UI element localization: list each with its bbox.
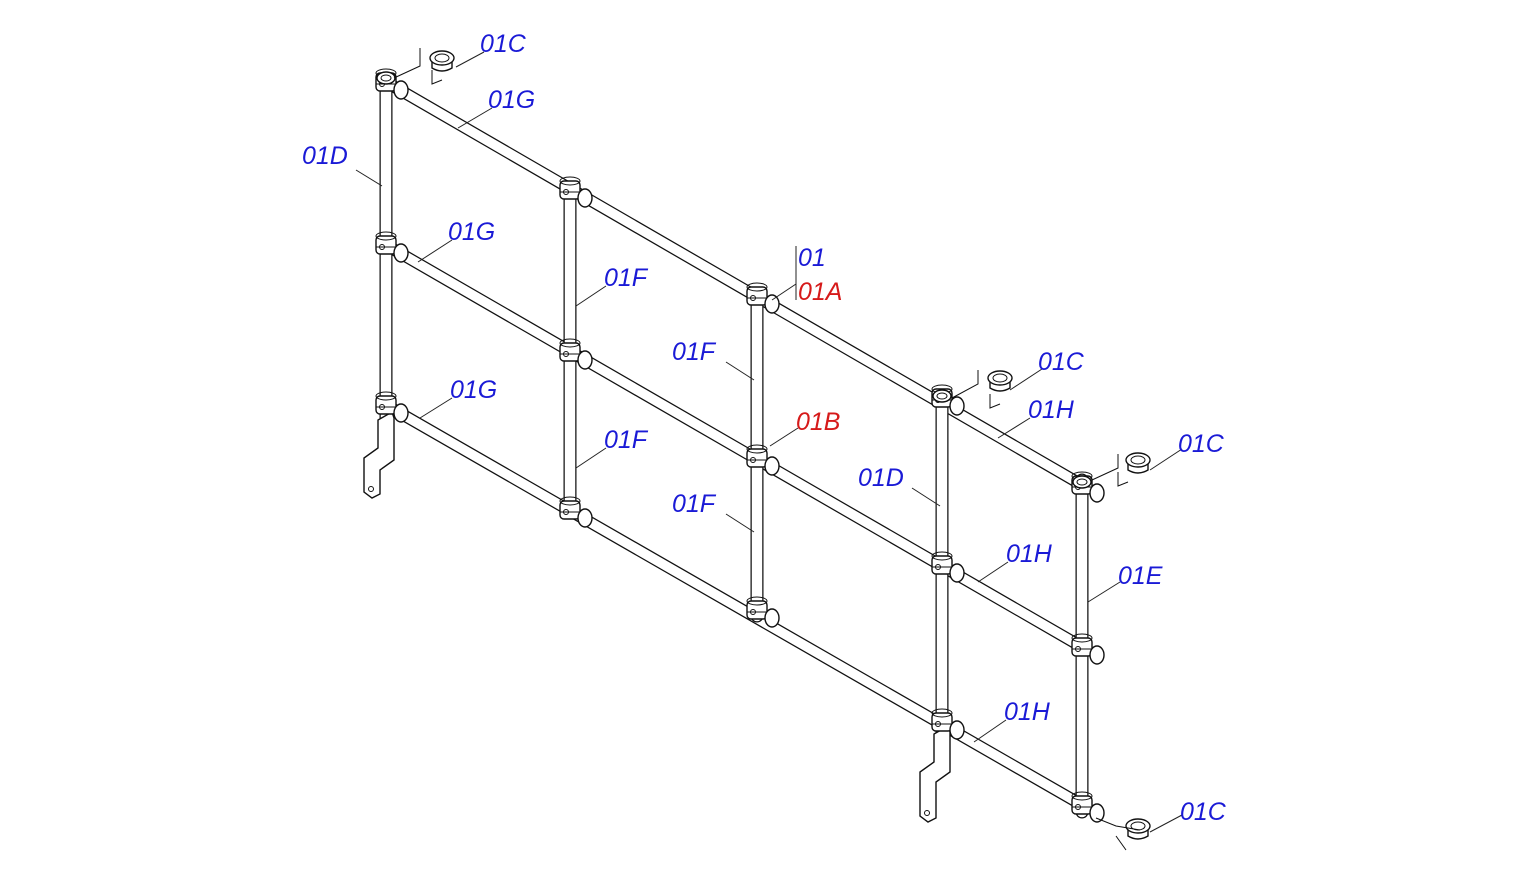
- clamp-fitting: [559, 338, 593, 370]
- callout-01h-middle: 01H: [1006, 540, 1053, 568]
- callout-01-assembly: 01: [798, 244, 826, 272]
- clamp-fitting: [559, 176, 593, 208]
- clamp-fitting: [375, 231, 409, 263]
- clamp-fitting: [1071, 633, 1105, 665]
- clamp-fitting: [746, 596, 780, 628]
- callout-01f-lower-left: 01F: [604, 426, 649, 454]
- end-caps: [429, 50, 1151, 840]
- end-cap: [1125, 818, 1151, 840]
- callout-01a: 01A: [798, 278, 842, 306]
- clamp-fitting: [746, 282, 780, 314]
- callout-01c-middle: 01C: [1038, 348, 1085, 376]
- callout-labels: 01C 01G 01D 01G 01 01A 01F 01F 01C 01G 0…: [302, 30, 1227, 826]
- clamp-fitting: [1071, 791, 1105, 823]
- base-plates: [363, 410, 951, 823]
- end-cap: [987, 370, 1013, 392]
- clamp-fitting: [931, 551, 965, 583]
- clamp-fitting: [931, 708, 965, 740]
- callout-01e: 01E: [1118, 562, 1163, 590]
- post-top-collar: [1072, 475, 1092, 489]
- clamp-fitting: [375, 391, 409, 423]
- callout-01f-lower-center: 01F: [672, 490, 717, 518]
- callout-01g-middle: 01G: [448, 218, 495, 246]
- clamp-fittings: [375, 68, 1105, 823]
- end-cap: [429, 50, 455, 72]
- callout-01g-top: 01G: [488, 86, 535, 114]
- clamp-fitting: [746, 444, 780, 476]
- callout-01c-bottom: 01C: [1180, 798, 1227, 826]
- callout-01h-bottom: 01H: [1004, 698, 1051, 726]
- clamp-fitting: [559, 496, 593, 528]
- callout-01f-upper-left: 01F: [604, 264, 649, 292]
- callout-01b: 01B: [796, 408, 840, 436]
- rails: [380, 76, 1088, 811]
- callout-01c-right: 01C: [1178, 430, 1225, 458]
- post-top-collar: [376, 71, 396, 85]
- callout-01d-left: 01D: [302, 142, 348, 170]
- post-top-collar: [932, 389, 952, 403]
- callout-01c-top-left: 01C: [480, 30, 527, 58]
- callout-01d-right: 01D: [858, 464, 904, 492]
- leader-lines: [355, 48, 1183, 851]
- callout-01g-bottom: 01G: [450, 376, 497, 404]
- callout-01f-upper-center: 01F: [672, 338, 717, 366]
- callout-01h-top: 01H: [1028, 396, 1075, 424]
- end-cap: [1125, 452, 1151, 474]
